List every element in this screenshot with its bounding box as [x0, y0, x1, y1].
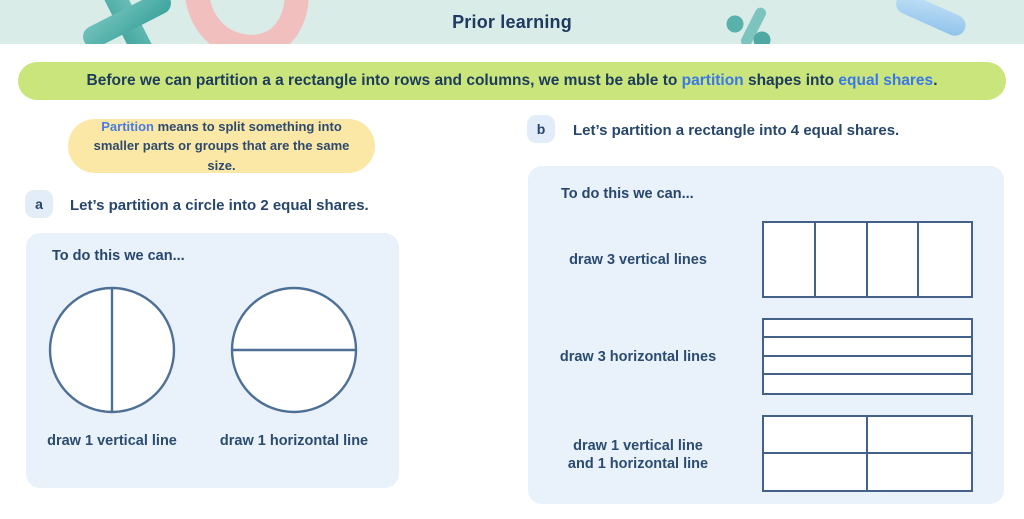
section-a-panel: To do this we can... draw 1 vertical lin…: [26, 233, 399, 488]
method-label: draw 1 vertical line: [47, 433, 177, 449]
partition-cell: [867, 417, 971, 454]
method-label: draw 3 vertical lines: [569, 252, 707, 268]
circle-horizontal-partition: [230, 286, 358, 414]
section-a-badge: a: [25, 190, 53, 218]
rectangle-4-columns: [762, 221, 973, 298]
partition-cell: [764, 320, 971, 339]
partition-cell: [764, 417, 868, 454]
definition-term: Partition: [101, 118, 154, 134]
circle-vertical-partition: [48, 286, 176, 414]
rectangle-4-rows: [762, 318, 973, 395]
section-b-panel: To do this we can... draw 3 vertical lin…: [528, 166, 1004, 504]
banner-text: shapes into: [743, 72, 839, 89]
percent-icon: [726, 7, 771, 44]
intro-banner: Before we can partition a a rectangle in…: [18, 62, 1006, 100]
header-band: Prior learning: [0, 0, 1024, 44]
partition-cell: [868, 454, 972, 491]
partition-cell: [764, 375, 971, 393]
section-b-prompt: Let’s partition a rectangle into 4 equal…: [573, 122, 900, 139]
panel-a-heading: To do this we can...: [52, 248, 185, 264]
partition-cell: [919, 223, 971, 296]
section-a-prompt: Let’s partition a circle into 2 equal sh…: [70, 197, 369, 214]
definition-rest: means to split something into smaller pa…: [93, 118, 353, 173]
partition-cell: [764, 338, 971, 357]
banner-text: .: [933, 72, 938, 89]
partition-cell: [764, 453, 868, 490]
partition-cell: [764, 357, 971, 375]
times-icon: [83, 0, 171, 44]
method-label: draw 1 vertical line and 1 horizontal li…: [528, 437, 748, 473]
banner-text: Before we can partition a a rectangle in…: [86, 72, 682, 89]
method-label-line2: and 1 horizontal line: [567, 456, 709, 473]
partition-cell: [764, 223, 816, 296]
definition-bubble: Partition means to split something into …: [68, 119, 375, 173]
method-label-line1: draw 1 vertical line: [573, 438, 703, 454]
partition-cell: [868, 223, 920, 296]
method-label: draw 1 horizontal line: [219, 433, 369, 449]
header-decorations: [83, 0, 966, 44]
method-label: draw 3 horizontal lines: [559, 349, 717, 365]
partition-cell: [816, 223, 868, 296]
section-b-badge: b: [527, 115, 555, 143]
rectangle-2x2: [762, 415, 973, 492]
page-title: Prior learning: [452, 11, 572, 32]
definition-text: Partition means to split something into …: [92, 117, 351, 176]
panel-b-heading: To do this we can...: [561, 186, 694, 202]
pink-arc: [185, 0, 309, 44]
banner-highlight-equal-shares: equal shares: [838, 72, 934, 89]
blue-capsule: [896, 0, 966, 36]
banner-highlight-partition: partition: [681, 72, 744, 89]
